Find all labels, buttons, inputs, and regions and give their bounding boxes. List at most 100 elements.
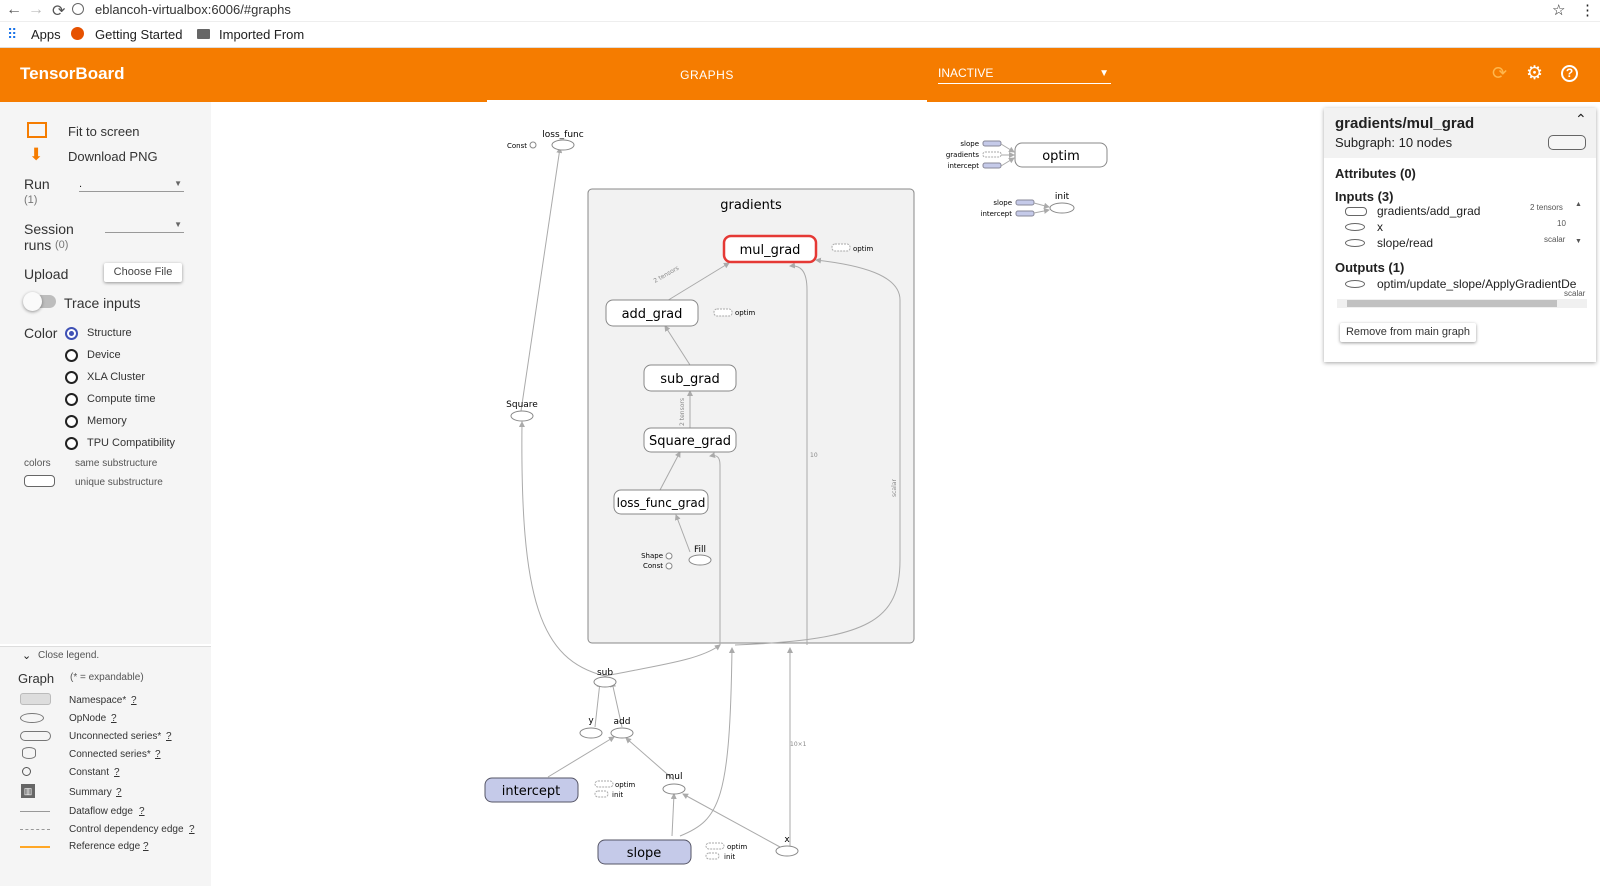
mul-grad-optim-series xyxy=(831,243,851,252)
node-shape-icon xyxy=(1548,135,1586,150)
slope-init-series xyxy=(705,852,720,860)
apps-icon[interactable]: ⠿ xyxy=(7,26,17,42)
info-icon[interactable] xyxy=(72,3,84,15)
y-node[interactable] xyxy=(579,727,603,739)
radio-tpu[interactable] xyxy=(65,437,78,450)
optim-node[interactable] xyxy=(1014,142,1108,168)
fit-to-screen[interactable]: Fit to screen xyxy=(68,124,140,139)
legend-connected-help[interactable]: ? xyxy=(155,749,161,760)
legend-control-help[interactable]: ? xyxy=(189,824,195,835)
scrollbar-thumb[interactable] xyxy=(1347,300,1557,307)
loss-func-grad-node[interactable] xyxy=(613,489,709,515)
mul-node[interactable] xyxy=(662,783,686,795)
gear-icon[interactable]: ⚙ xyxy=(1526,63,1544,84)
slope-init: init xyxy=(724,853,735,861)
refresh-icon[interactable]: ⟳ xyxy=(1492,63,1508,83)
remove-from-main-graph-button[interactable]: Remove from main graph xyxy=(1340,323,1476,342)
scroll-down-icon[interactable]: ▼ xyxy=(1575,238,1582,245)
init-node[interactable] xyxy=(1049,202,1075,214)
bookmark-getting-started[interactable]: Getting Started xyxy=(95,27,183,42)
menu-icon[interactable]: ⋮ xyxy=(1580,2,1595,19)
download-icon[interactable]: ⬇ xyxy=(29,145,44,164)
add-node[interactable] xyxy=(610,727,634,739)
color-option-compute: Compute time xyxy=(87,393,156,405)
mul-grad-node[interactable] xyxy=(722,234,818,264)
init-label: init xyxy=(1055,192,1070,202)
inactive-dropdown[interactable]: INACTIVE ▼ xyxy=(938,66,1111,84)
help-icon[interactable]: ? xyxy=(1561,65,1578,82)
fit-icon[interactable] xyxy=(27,122,47,138)
trace-inputs-toggle[interactable] xyxy=(23,292,56,311)
tab-graphs[interactable]: GRAPHS xyxy=(487,48,927,102)
intercept-node[interactable] xyxy=(484,777,579,803)
legend-unconnected-help[interactable]: ? xyxy=(166,731,172,742)
address-bar[interactable]: eblancoh-virtualbox:6006/#graphs xyxy=(95,2,291,17)
square-node[interactable] xyxy=(510,410,534,422)
input-item-x[interactable]: x xyxy=(1377,220,1383,234)
node-info-panel: gradients/mul_grad Subgraph: 10 nodes ⌃ … xyxy=(1324,108,1596,362)
choose-file-button[interactable]: Choose File xyxy=(104,263,182,282)
sub-grad-label: sub_grad xyxy=(660,372,720,387)
color-option-memory: Memory xyxy=(87,415,127,427)
output-op-icon xyxy=(1345,280,1365,288)
back-icon[interactable]: ← xyxy=(6,1,22,18)
sub-node[interactable] xyxy=(593,676,617,688)
fill-node[interactable] xyxy=(688,554,712,566)
unique-swatch xyxy=(24,475,55,487)
scroll-up-icon[interactable]: ▲ xyxy=(1575,201,1582,208)
legend-reference-help[interactable]: ? xyxy=(143,841,149,852)
bookmark-apps[interactable]: Apps xyxy=(31,27,61,42)
legend-summary: Summary xyxy=(69,787,112,798)
edge-label-10x1: 10×1 xyxy=(790,741,807,748)
legend-dataflow-help[interactable]: ? xyxy=(139,806,145,817)
run-select[interactable]: .▼ xyxy=(79,178,184,192)
slope-label: slope xyxy=(627,846,662,861)
info-header: gradients/mul_grad Subgraph: 10 nodes ⌃ xyxy=(1324,108,1596,158)
legend-namespace: Namespace* xyxy=(69,695,127,706)
input-item-slope-read[interactable]: slope/read xyxy=(1377,236,1434,250)
star-icon[interactable]: ☆ xyxy=(1552,2,1566,19)
close-legend[interactable]: Close legend. xyxy=(38,650,100,661)
chevron-down-icon[interactable]: ⌄ xyxy=(22,650,32,662)
slope-node[interactable] xyxy=(597,839,692,865)
colors-label: colors xyxy=(24,458,51,469)
fill-const-node[interactable] xyxy=(665,562,673,570)
radio-structure[interactable] xyxy=(65,327,78,340)
info-attributes[interactable]: Attributes (0) xyxy=(1335,166,1416,181)
info-outputs[interactable]: Outputs (1) xyxy=(1335,260,1405,275)
edge-sub-square xyxy=(518,421,606,677)
square-grad-node[interactable] xyxy=(643,427,737,453)
mul-label: mul xyxy=(666,772,683,782)
edge-sub-gradients xyxy=(604,644,721,677)
download-png[interactable]: Download PNG xyxy=(68,149,158,164)
shape-const-node[interactable] xyxy=(665,552,673,560)
legend-namespace-help[interactable]: ? xyxy=(131,695,137,706)
edge-label-tensors-2: 2 tensors xyxy=(679,398,686,426)
graph-canvas[interactable]: gradients 2 tensors 2 tensors 10 10×1 sc… xyxy=(211,102,1600,886)
sub-grad-node[interactable] xyxy=(643,364,737,392)
output-item[interactable]: optim/update_slope/ApplyGradientDe xyxy=(1377,277,1577,291)
add-grad-node[interactable] xyxy=(605,299,699,327)
bookmark-imported[interactable]: Imported From xyxy=(219,27,305,42)
loss-const-node[interactable] xyxy=(529,141,537,149)
session-label: Session xyxy=(24,221,74,237)
intercept-label: intercept xyxy=(502,784,561,799)
legend-summary-help[interactable]: ? xyxy=(116,787,122,798)
input-item-add-grad[interactable]: gradients/add_grad xyxy=(1377,204,1481,218)
edge-slope-mul xyxy=(670,793,677,837)
horizontal-scrollbar[interactable] xyxy=(1337,299,1587,308)
x-node[interactable] xyxy=(775,845,799,857)
forward-icon[interactable]: → xyxy=(28,1,44,18)
radio-compute-time[interactable] xyxy=(65,393,78,406)
info-inputs[interactable]: Inputs (3) xyxy=(1335,189,1394,204)
reload-icon[interactable]: ⟳ xyxy=(52,3,66,20)
radio-memory[interactable] xyxy=(65,415,78,428)
legend-constant-help[interactable]: ? xyxy=(114,767,120,778)
unique-substructure: unique substructure xyxy=(75,477,163,488)
radio-device[interactable] xyxy=(65,349,78,362)
legend-opnode-help[interactable]: ? xyxy=(111,713,117,724)
radio-xla-cluster[interactable] xyxy=(65,371,78,384)
session-select[interactable]: ▼ xyxy=(105,219,184,233)
loss-func-node[interactable] xyxy=(551,139,575,151)
chevron-up-icon[interactable]: ⌃ xyxy=(1575,111,1587,127)
